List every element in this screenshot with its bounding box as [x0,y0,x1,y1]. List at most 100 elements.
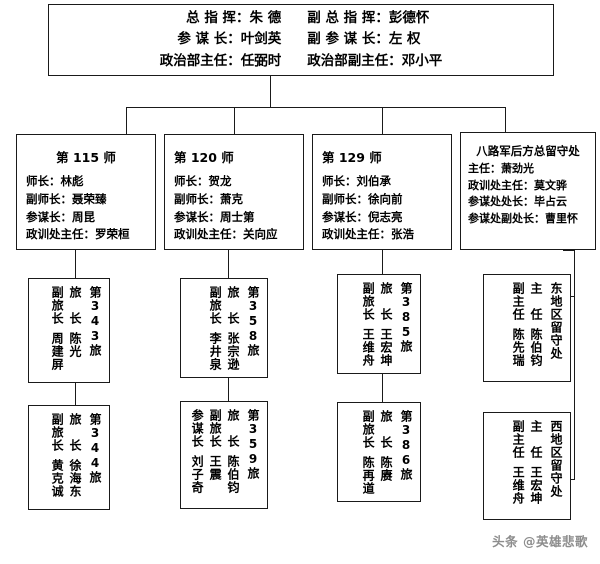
hq-row-1-left-label: 参 谋 长： [177,31,241,48]
hq-row-1-left: 参 谋 长：叶剑英 [160,30,282,50]
brigade-359-name-0: 陈伯钧 [226,455,241,494]
hq-row-0-right: 副 总 指 挥：彭德怀 [307,9,442,29]
garrison-west-col-0: 主 任王宏坤 [529,420,544,505]
brigade-344-title: 第344旅 [88,413,102,484]
rear-command-line-0: 主任：萧劲光 [468,162,534,175]
hq-row-0-left: 总 指 挥：朱 德 [160,9,281,29]
garrison-east-col-0: 主 任陈伯钧 [529,282,544,367]
headquarters-grid: 总 指 挥：朱 德 副 总 指 挥：彭德怀 参 谋 长：叶剑英 副 参 谋 长：… [160,9,443,72]
brigade-box-359: 第359旅 旅 长陈伯钧 副旅长王震 参谋长刘子奇 [180,401,268,509]
garrison-office-box-west: 西地区留守处 主 任王宏坤 副主任王维舟 [483,412,571,520]
division-115-line-0: 师长：林彪 [26,174,84,188]
rear-command-line-2: 参谋处处长：毕占云 [468,195,567,208]
brigade-358-name-0: 张宗逊 [226,332,241,371]
brigade-385-col-1: 副旅长王维舟 [361,282,376,367]
division-title-120: 第 120 师 [174,150,234,165]
hq-row-1-left-value: 叶剑英 [240,31,282,48]
division-129-line-1: 副师长：徐向前 [322,191,403,206]
garrison-west-col-1: 副主任王维舟 [511,420,526,505]
garrison-east-title: 东地区留守处 [549,282,563,360]
division-115-line-2: 参谋长：周昆 [26,209,95,224]
brigade-344-role-0: 旅 长 [68,413,83,452]
division-120-line-1: 副师长：萧克 [174,191,243,206]
connector-hq-bus [126,107,506,109]
watermark-text: 头条 @英雄悲歌 [492,534,588,549]
division-120-line-0: 师长：贺龙 [174,174,232,188]
division-120-line-3: 政训处主任：关向应 [174,227,278,242]
hq-row-0-right-value: 彭德怀 [388,9,430,26]
brigade-343-role-0: 旅 长 [68,286,83,325]
garrison-east-col-1: 副主任陈先瑞 [511,282,526,367]
hq-row-2-right-label: 政治部副主任： [307,52,402,69]
brigade-386-title: 第386旅 [399,410,413,481]
division-120-line-2: 参谋长：周士第 [174,209,255,224]
brigade-386-name-1: 陈再道 [361,456,376,495]
brigade-box-386: 第386旅 旅 长陈赓 副旅长陈再道 [337,402,421,502]
division-115-line-3: 政训处主任：罗荣桓 [26,227,130,242]
garrison-west-name-1: 王维舟 [511,466,526,505]
brigade-box-344: 第344旅 旅 长徐海东 副旅长黄克诚 [28,405,110,510]
brigade-343-title: 第343旅 [88,286,102,357]
brigade-343-col-1: 副旅长周建屏 [50,286,65,371]
brigade-358-col-0: 旅 长张宗逊 [226,286,241,371]
brigade-359-col-0: 旅 长陈伯钧 [226,409,241,494]
brigade-385-name-0: 王宏坤 [379,328,394,367]
brigade-385-role-0: 旅 长 [379,282,394,321]
hq-row-1-right-label: 副 参 谋 长： [307,31,389,48]
rear-command-title: 八路军后方总留守处 [476,144,580,158]
rear-command-line-1: 政训处主任：莫文骅 [468,178,567,192]
connector-drop-rear [505,107,507,132]
garrison-east-role-1: 副主任 [511,282,526,321]
brigade-386-name-0: 陈赓 [379,456,394,482]
brigade-344-name-0: 徐海东 [68,459,83,498]
connector-hq-trunk [270,76,272,108]
brigade-359-role-0: 旅 长 [226,409,241,448]
brigade-344-name-1: 黄克诚 [50,459,65,498]
hq-row-0-left-label: 总 指 挥： [186,9,250,26]
brigade-box-385: 第385旅 旅 长王宏坤 副旅长王维舟 [337,274,421,374]
division-title-129: 第 129 师 [322,150,382,165]
hq-row-2-left: 政治部主任：任弼时 [160,52,282,72]
brigade-344-col-1: 副旅长黄克诚 [50,413,65,498]
brigade-386-col-1: 副旅长陈再道 [361,410,376,495]
brigade-359-col-2: 参谋长刘子奇 [190,409,205,494]
brigade-386-role-0: 旅 长 [379,410,394,449]
division-129-line-2: 参谋长：倪志亮 [322,209,403,224]
brigade-358-role-1: 副旅长 [208,286,223,325]
connector-spine-rear [574,250,576,480]
brigade-box-358: 第358旅 旅 长张宗逊 副旅长李井泉 [180,278,268,378]
rear-command-box: 八路军后方总留守处 主任：萧劲光 政训处主任：莫文骅 参谋处处长：毕占云 参谋处… [460,132,596,250]
brigade-359-name-1: 王震 [208,455,223,481]
hq-row-0-right-label: 副 总 指 挥： [307,9,389,26]
brigade-358-title: 第358旅 [246,286,260,357]
brigade-386-role-1: 副旅长 [361,410,376,449]
brigade-358-col-1: 副旅长李井泉 [208,286,223,371]
division-129-line-0: 师长：刘伯承 [322,174,391,188]
brigade-359-title: 第359旅 [246,409,260,480]
hq-row-1-right: 副 参 谋 长：左 权 [307,30,442,50]
hq-row-1-right-value: 左 权 [388,31,421,48]
connector-drop-129 [382,107,384,134]
division-box-115: 第 115 师 师长：林彪 副师长：聂荣臻 参谋长：周昆 政训处主任：罗荣桓 [16,134,156,250]
brigade-385-title: 第385旅 [399,282,413,353]
brigade-359-role-1: 副旅长 [208,409,223,448]
brigade-359-role-2: 参谋长 [190,409,205,448]
brigade-344-role-1: 副旅长 [50,413,65,452]
rear-command-line-3: 参谋处副处长：曹里怀 [468,211,578,225]
garrison-east-name-1: 陈先瑞 [511,328,526,367]
brigade-344-col-0: 旅 长徐海东 [68,413,83,498]
garrison-east-role-0: 主 任 [529,282,544,321]
hq-row-2-left-value: 任弼时 [240,52,282,69]
headquarters-box: 总 指 挥：朱 德 副 总 指 挥：彭德怀 参 谋 长：叶剑英 副 参 谋 长：… [48,4,554,76]
hq-row-2-left-label: 政治部主任： [159,52,241,69]
connector-rear-top-stub [563,250,575,252]
brigade-343-role-1: 副旅长 [50,286,65,325]
brigade-385-name-1: 王维舟 [361,328,376,367]
brigade-343-col-0: 旅 长陈光 [68,286,83,358]
garrison-west-title: 西地区留守处 [549,420,563,498]
garrison-west-role-1: 副主任 [511,420,526,459]
division-title-115: 第 115 师 [56,150,116,165]
brigade-358-role-0: 旅 长 [226,286,241,325]
garrison-west-role-0: 主 任 [529,420,544,459]
